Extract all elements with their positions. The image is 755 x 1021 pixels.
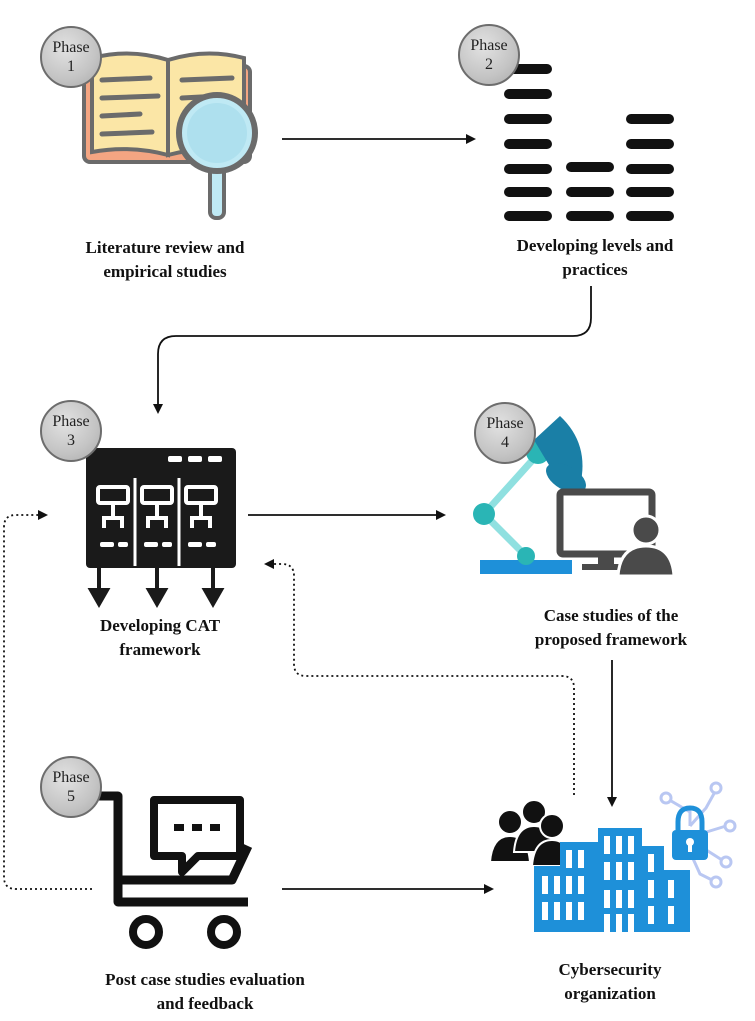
phase-2-caption-line-1: Developing levels and [516, 236, 674, 255]
phase-3-badge: Phase 3 [40, 400, 102, 462]
phase-5-label: Phase [52, 769, 90, 786]
phase-3-caption-line-1: Developing CAT [99, 616, 221, 635]
phase-2-label: Phase [470, 37, 508, 54]
phase-4-badge: Phase 4 [474, 402, 536, 464]
cart-chat-feedback-icon [98, 791, 253, 949]
organization-caption-line-2: organization [564, 984, 656, 1003]
book-magnifier-icon [82, 51, 258, 220]
phase-1-label: Phase [52, 39, 90, 56]
organization-caption-line-1: Cybersecurity [558, 960, 662, 979]
phase-4-number: 4 [501, 434, 509, 451]
phase-3-caption-line-2: framework [119, 640, 201, 659]
desk-lamp-computer-user-icon [473, 416, 676, 578]
phase-1-number: 1 [67, 58, 75, 75]
phase-4-caption: Case studies of the proposed framework [476, 604, 746, 652]
phase-1-caption-line-1: Literature review and [85, 238, 245, 257]
phase-3-number: 3 [67, 432, 75, 449]
arrow-phase2-to-phase3 [153, 286, 592, 414]
phase-1-badge: Phase 1 [40, 26, 102, 88]
phase-4-caption-line-2: proposed framework [534, 630, 688, 649]
dotted-feedback-phase5-to-phase3 [3, 510, 92, 890]
organization-caption: Cybersecurity organization [510, 958, 710, 1006]
phase-3-caption: Developing CAT framework [50, 614, 270, 662]
phase-3-label: Phase [52, 413, 90, 430]
arrows [3, 134, 617, 894]
phase-1-caption: Literature review and empirical studies [40, 236, 290, 284]
phase-5-badge: Phase 5 [40, 756, 102, 818]
phase-5-caption-line-2: and feedback [156, 994, 254, 1013]
framework-flowchart-icon [86, 448, 236, 609]
phase-2-badge: Phase 2 [458, 24, 520, 86]
phase-4-caption-line-1: Case studies of the [543, 606, 679, 625]
phase-5-caption-line-1: Post case studies evaluation [105, 970, 305, 989]
phase-2-number: 2 [485, 56, 493, 73]
phase-4-label: Phase [486, 415, 524, 432]
levels-bars-icon [504, 64, 674, 221]
phase-2-caption: Developing levels and practices [470, 234, 720, 282]
phase-2-caption-line-2: practices [562, 260, 628, 279]
dotted-feedback-organization-to-phase3 [264, 559, 575, 795]
phase-5-caption: Post case studies evaluation and feedbac… [50, 968, 360, 1016]
building-people-lock-icon [488, 781, 737, 932]
phase-5-number: 5 [67, 788, 75, 805]
phase-1-caption-line-2: empirical studies [103, 262, 227, 281]
